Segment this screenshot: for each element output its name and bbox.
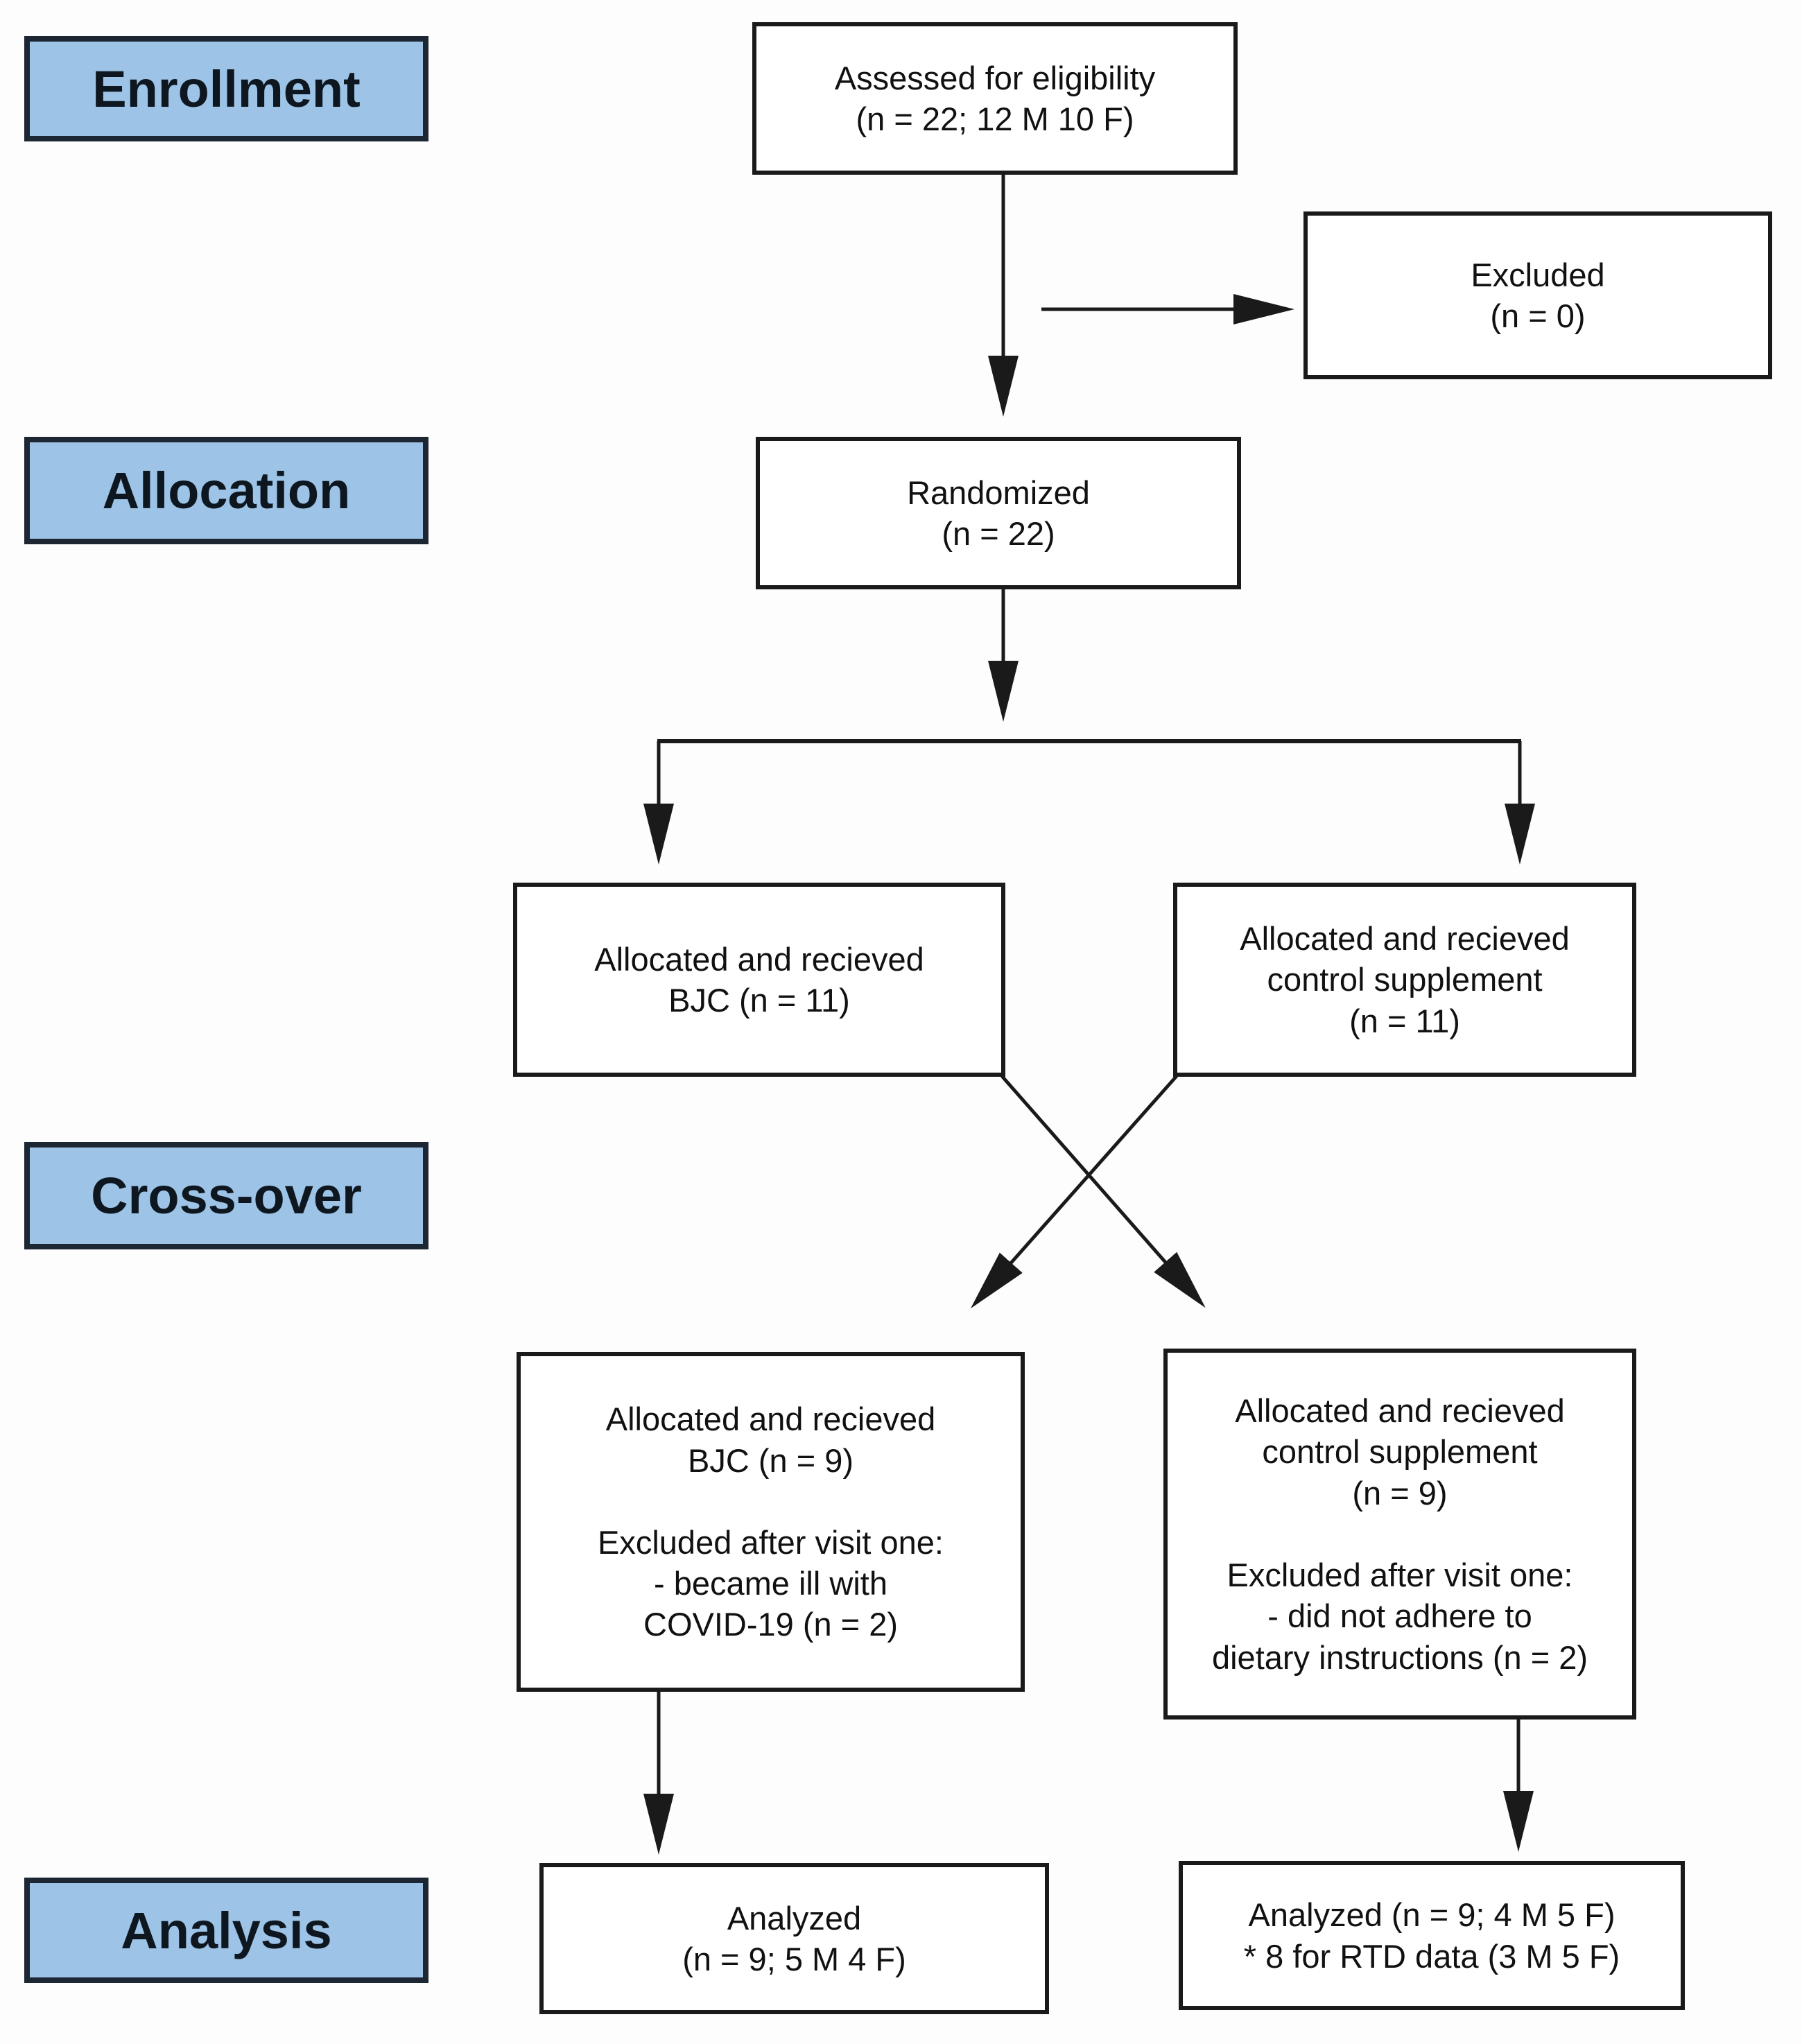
stage-label-allocation: Allocation [24, 437, 428, 544]
stage-label-cross-over: Cross-over [24, 1142, 428, 1249]
box-allocated-control-supplement: Allocated and recieved control supplemen… [1173, 883, 1636, 1077]
stage-label-enrollment: Enrollment [24, 36, 428, 141]
stage-label-analysis: Analysis [24, 1878, 428, 1983]
box-randomized: Randomized (n = 22) [756, 437, 1241, 589]
box-allocated-bjc: Allocated and recieved BJC (n = 11) [513, 883, 1005, 1077]
arrow-crossover-bjc-to-control [1000, 1075, 1206, 1308]
box-excluded: Excluded (n = 0) [1303, 211, 1772, 379]
box-crossover-bjc: Allocated and recieved BJC (n = 9) Exclu… [517, 1352, 1025, 1692]
box-crossover-control-supplement: Allocated and recieved control supplemen… [1163, 1349, 1636, 1720]
box-analyzed-control: Analyzed (n = 9; 4 M 5 F) * 8 for RTD da… [1179, 1861, 1685, 2010]
box-assessed-for-eligibility: Assessed for eligibility (n = 22; 12 M 1… [752, 22, 1238, 175]
box-analyzed-bjc: Analyzed (n = 9; 5 M 4 F) [539, 1863, 1049, 2014]
arrow-crossover-control-to-bjc [970, 1075, 1178, 1309]
